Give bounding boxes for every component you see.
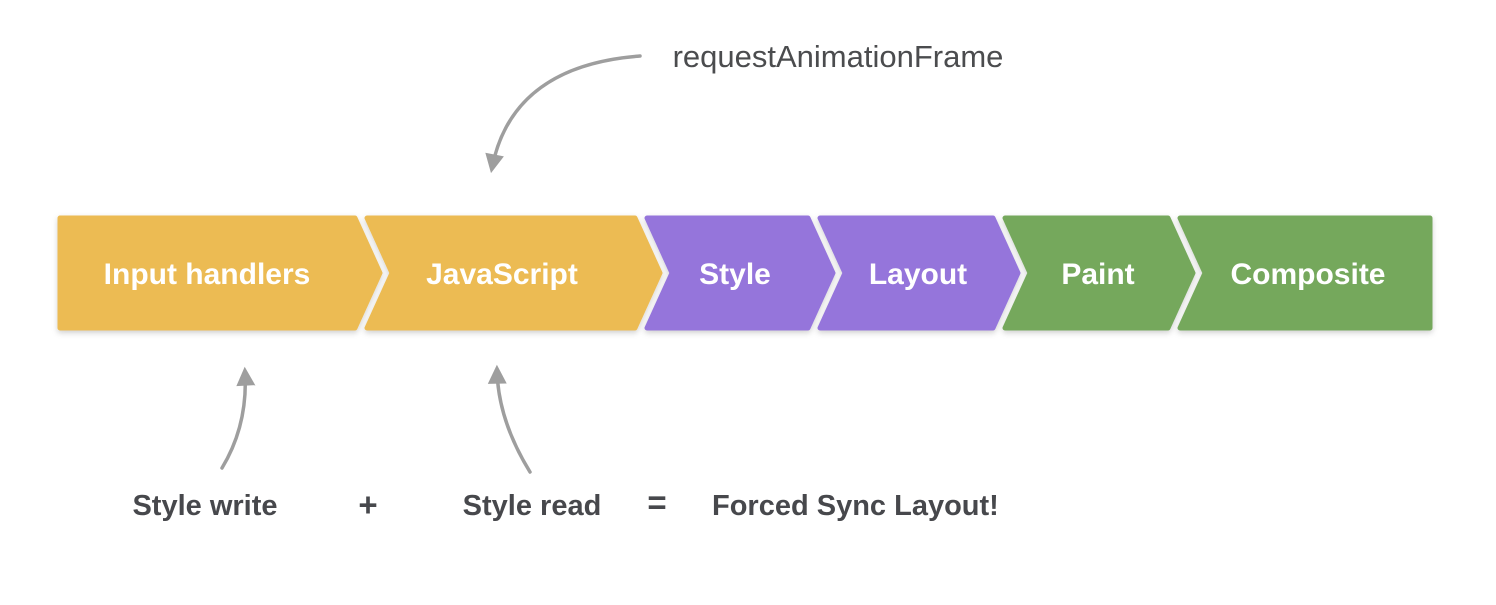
pipeline-band (57, 215, 1433, 331)
stage-layout (817, 215, 1021, 331)
style-write-label: Style write (132, 490, 277, 522)
style-read-label: Style read (463, 490, 602, 522)
stage-label-style: Style (699, 258, 771, 291)
raf-arrow (485, 54, 642, 174)
stage-label-input-handlers: Input handlers (104, 258, 311, 291)
forced-sync-layout-label: Forced Sync Layout! (712, 490, 999, 522)
raf-annotation-label: requestAnimationFrame (673, 39, 1004, 74)
style-read-arrow (487, 364, 532, 474)
plus-sign: + (358, 486, 377, 523)
style-write-arrow (220, 366, 256, 470)
stage-javascript (364, 215, 663, 331)
stage-label-paint: Paint (1061, 258, 1134, 291)
stage-label-composite: Composite (1230, 258, 1385, 291)
stage-composite (1177, 215, 1433, 331)
stage-input-handlers (57, 215, 383, 331)
stage-label-javascript: JavaScript (426, 258, 578, 291)
equals-sign: = (647, 484, 666, 521)
stage-label-layout: Layout (869, 258, 967, 291)
stage-style (644, 215, 836, 331)
stage-paint (1002, 215, 1196, 331)
